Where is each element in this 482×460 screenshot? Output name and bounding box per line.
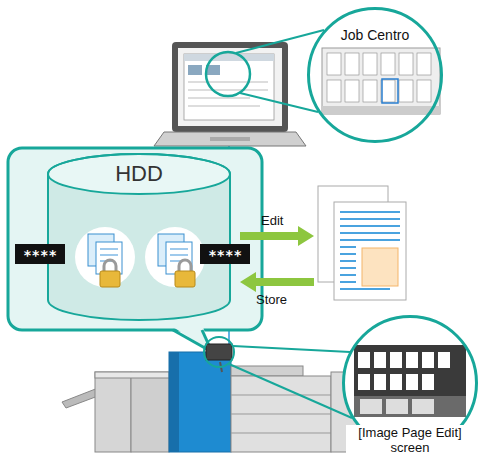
arrow-label: Edit — [261, 213, 283, 228]
hdd-cylinder: HDD — [47, 153, 231, 321]
arrow-label: Store — [256, 292, 287, 307]
zoom-circle: Job Centro — [307, 7, 443, 143]
node-text: [Image Page Edit] screen — [346, 425, 474, 455]
node-text: **** — [208, 247, 242, 263]
node-text: **** — [23, 247, 57, 263]
password-box: **** — [200, 244, 250, 264]
node-text: Job Centro — [338, 27, 412, 43]
zoom-circle: [Image Page Edit] screen — [342, 315, 478, 460]
node-text: HDD — [115, 161, 163, 186]
password-box: **** — [15, 244, 65, 264]
